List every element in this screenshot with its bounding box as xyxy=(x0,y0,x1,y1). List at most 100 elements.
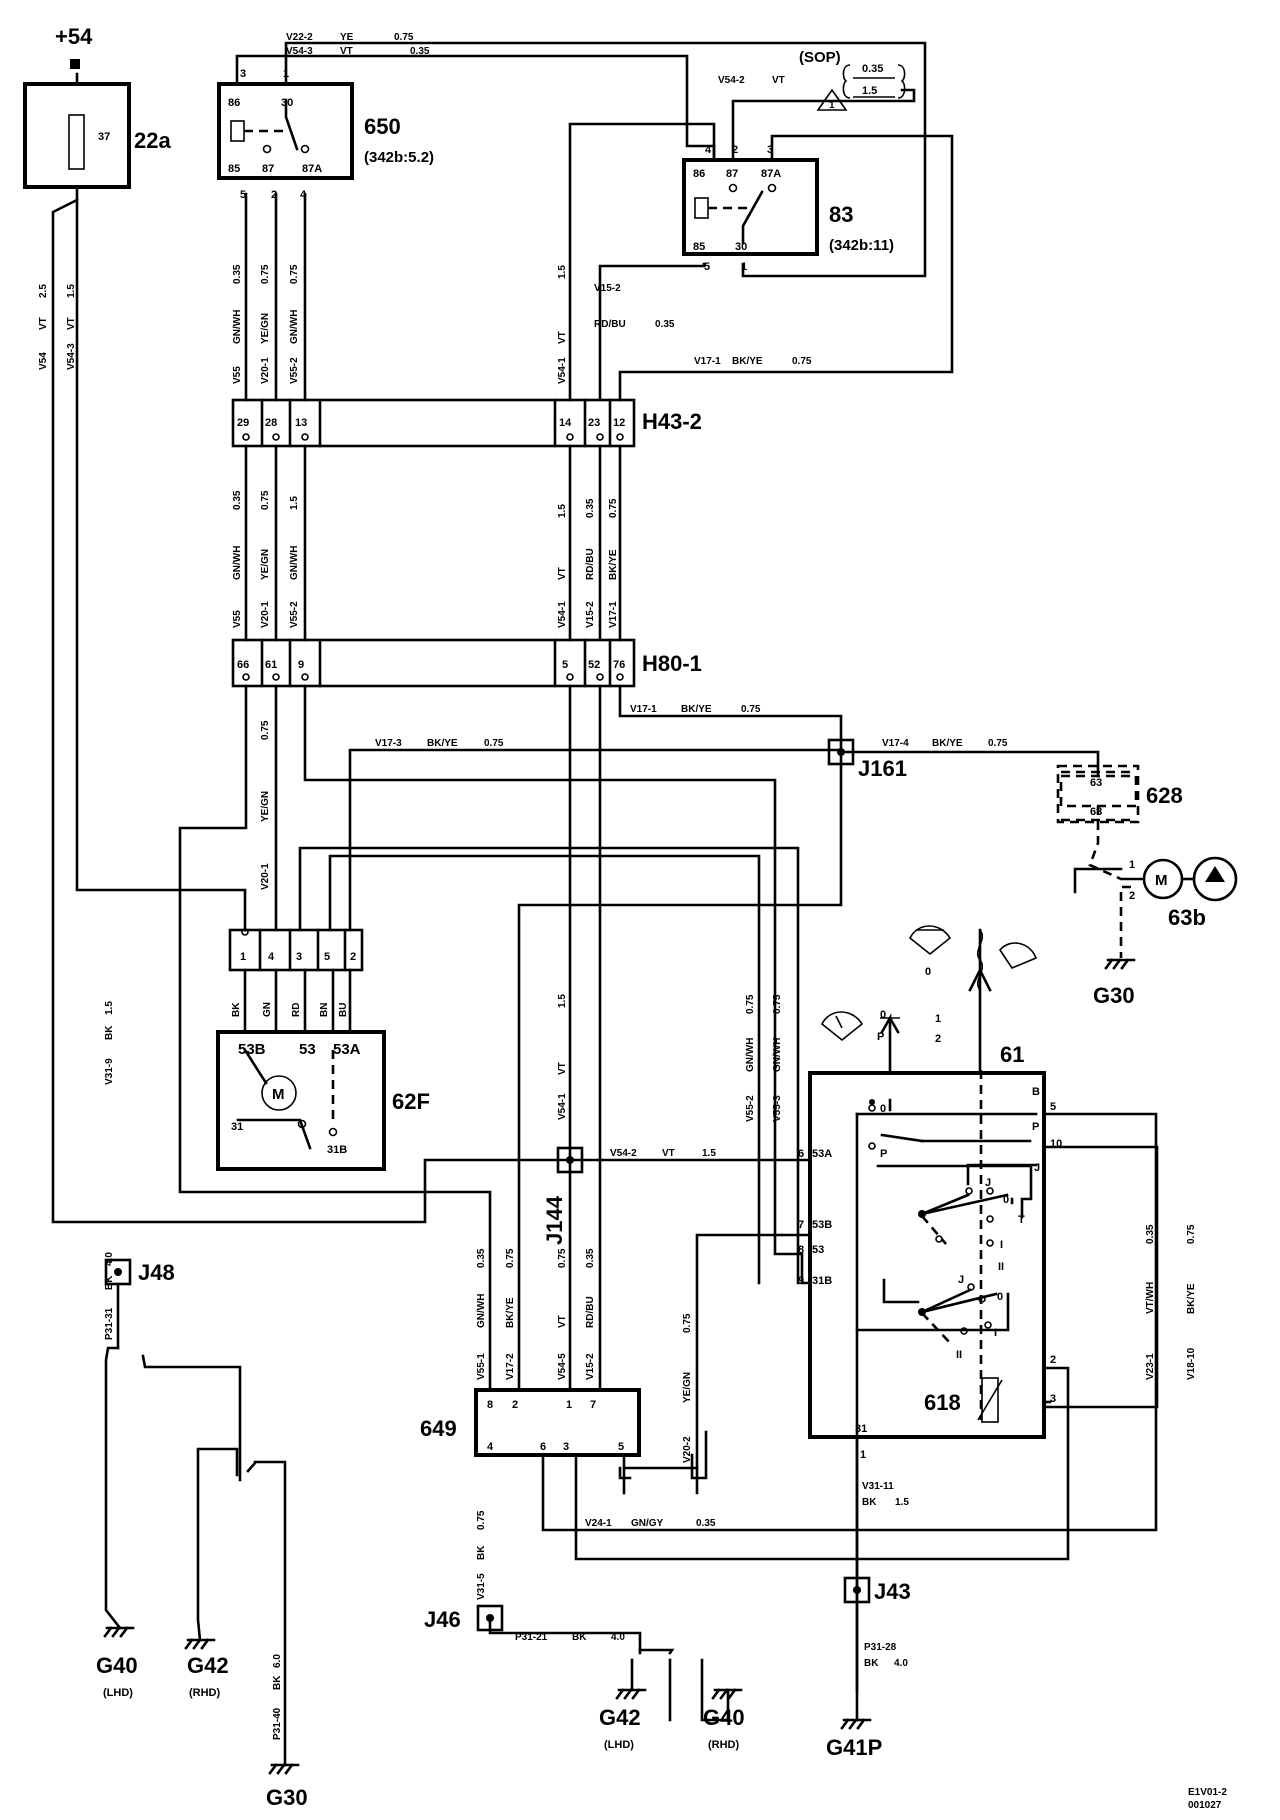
svg-text:86: 86 xyxy=(693,168,705,180)
svg-text:VT: VT xyxy=(557,1315,568,1328)
svg-text:GN/WH: GN/WH xyxy=(476,1294,487,1328)
svg-text:V54-3: V54-3 xyxy=(66,343,77,370)
svg-text:1.5: 1.5 xyxy=(862,85,877,97)
svg-text:P: P xyxy=(1032,1121,1039,1133)
svg-text:4: 4 xyxy=(487,1441,494,1453)
svg-text:V17-1: V17-1 xyxy=(608,601,619,628)
svg-text:1: 1 xyxy=(829,100,835,111)
svg-text:P31-28: P31-28 xyxy=(864,1642,897,1653)
svg-text:V17-2: V17-2 xyxy=(505,1353,516,1380)
svg-text:2.5: 2.5 xyxy=(38,284,49,298)
svg-text:GN: GN xyxy=(262,1002,273,1017)
svg-text:8: 8 xyxy=(798,1244,804,1256)
svg-text:0.35: 0.35 xyxy=(585,1248,596,1268)
svg-text:J48: J48 xyxy=(138,1260,175,1285)
svg-text:G42: G42 xyxy=(599,1705,641,1730)
svg-text:1.5: 1.5 xyxy=(557,265,568,279)
svg-text:7: 7 xyxy=(590,1399,596,1411)
svg-text:0.35: 0.35 xyxy=(410,46,430,57)
svg-text:RD/BU: RD/BU xyxy=(585,1296,596,1328)
svg-text:P: P xyxy=(877,1031,884,1043)
svg-text:1.5: 1.5 xyxy=(289,496,300,510)
junction-j144: J144 xyxy=(542,1146,584,1245)
svg-text:V54-1: V54-1 xyxy=(557,601,568,628)
svg-text:J: J xyxy=(958,1274,964,1286)
svg-text:2: 2 xyxy=(732,144,738,156)
svg-text:G30: G30 xyxy=(1093,983,1135,1008)
svg-text:0.35: 0.35 xyxy=(232,490,243,510)
wiper-motor-62f: 1 4 3 5 2 BK GN RD BN BU M 53B 53 53A 31… xyxy=(216,928,430,1171)
svg-text:VT: VT xyxy=(340,46,353,57)
svg-text:BK/YE: BK/YE xyxy=(932,738,963,749)
svg-text:1: 1 xyxy=(283,68,289,80)
svg-text:G42: G42 xyxy=(187,1653,229,1678)
svg-text:V20-1: V20-1 xyxy=(260,601,271,628)
wire-labels: V22-2 YE 0.75 V54-3 VT 0.35 V54-2 VT V15… xyxy=(38,32,1197,1740)
svg-text:VT: VT xyxy=(557,1062,568,1075)
relay-83-ref: (342b:11) xyxy=(829,237,894,254)
svg-text:M: M xyxy=(1155,872,1168,889)
svg-text:V20-2: V20-2 xyxy=(682,1436,693,1463)
ground-g40-left: G40 (LHD) xyxy=(96,1626,138,1699)
svg-text:T: T xyxy=(1018,1214,1025,1226)
svg-text:V55-3: V55-3 xyxy=(772,1095,783,1122)
junction-j161: J161 xyxy=(827,738,907,781)
svg-text:30: 30 xyxy=(735,241,747,253)
svg-text:0.75: 0.75 xyxy=(792,356,812,367)
svg-text:0.35: 0.35 xyxy=(1145,1224,1156,1244)
svg-text:V54-2: V54-2 xyxy=(718,75,745,86)
module-649-id: 649 xyxy=(420,1416,457,1441)
svg-text:61: 61 xyxy=(265,659,277,671)
svg-text:0.75: 0.75 xyxy=(608,498,619,518)
svg-text:0.75: 0.75 xyxy=(394,32,414,43)
svg-text:0.75: 0.75 xyxy=(1186,1224,1197,1244)
svg-text:85: 85 xyxy=(693,241,705,253)
svg-text:2: 2 xyxy=(512,1399,518,1411)
svg-text:BK/YE: BK/YE xyxy=(427,738,458,749)
relay-650: 3 1 86 30 85 87 87A 5 2 4 650 (342b:5.2) xyxy=(217,68,434,201)
svg-text:V18-10: V18-10 xyxy=(1186,1347,1197,1380)
svg-text:II: II xyxy=(956,1349,962,1361)
grounds: G30 G40 (LHD) G42 (RHD) G30 G42 (LHD) G4… xyxy=(96,958,1136,1810)
svg-text:31B: 31B xyxy=(327,1144,347,1156)
washer-pump-63b: M 1 2 63b xyxy=(1129,856,1238,930)
svg-text:4: 4 xyxy=(300,189,307,201)
svg-text:BK: BK xyxy=(476,1545,487,1560)
svg-text:1: 1 xyxy=(860,1449,866,1461)
svg-text:52: 52 xyxy=(588,659,600,671)
svg-text:8: 8 xyxy=(487,1399,493,1411)
svg-text:V20-1: V20-1 xyxy=(260,863,271,890)
svg-text:5: 5 xyxy=(240,189,246,201)
svg-text:1.5: 1.5 xyxy=(895,1497,909,1508)
svg-text:53: 53 xyxy=(812,1244,824,1256)
svg-text:6.0: 6.0 xyxy=(272,1654,283,1668)
svg-text:GN/WH: GN/WH xyxy=(289,310,300,344)
svg-text:0.75: 0.75 xyxy=(484,738,504,749)
svg-text:0.75: 0.75 xyxy=(289,264,300,284)
svg-text:63: 63 xyxy=(1090,777,1102,789)
svg-text:53B: 53B xyxy=(238,1041,266,1058)
svg-text:0.75: 0.75 xyxy=(682,1313,693,1333)
wiper-motor-62f-id: 62F xyxy=(392,1089,430,1114)
supply: +54 xyxy=(55,24,93,69)
svg-text:0: 0 xyxy=(880,1103,886,1115)
svg-text:BK: BK xyxy=(864,1658,879,1669)
svg-text:V31-5: V31-5 xyxy=(476,1573,487,1600)
svg-text:V22-2: V22-2 xyxy=(286,32,313,43)
svg-text:YE/GN: YE/GN xyxy=(260,791,271,822)
svg-text:9: 9 xyxy=(798,1275,804,1287)
svg-text:P31-31: P31-31 xyxy=(104,1307,115,1340)
svg-text:GN/WH: GN/WH xyxy=(232,310,243,344)
svg-text:0.35: 0.35 xyxy=(476,1248,487,1268)
svg-text:1.5: 1.5 xyxy=(702,1148,716,1159)
svg-text:J43: J43 xyxy=(874,1579,911,1604)
svg-text:6: 6 xyxy=(540,1441,546,1453)
svg-text:0.75: 0.75 xyxy=(772,994,783,1014)
fuse-id: 22a xyxy=(134,128,171,153)
svg-text:53B: 53B xyxy=(812,1219,832,1231)
svg-text:1.5: 1.5 xyxy=(557,994,568,1008)
svg-text:7: 7 xyxy=(798,1219,804,1231)
svg-text:BU: BU xyxy=(338,1003,349,1017)
junction-j48: J48 xyxy=(104,1258,175,1286)
connector-628-id: 628 xyxy=(1146,783,1183,808)
